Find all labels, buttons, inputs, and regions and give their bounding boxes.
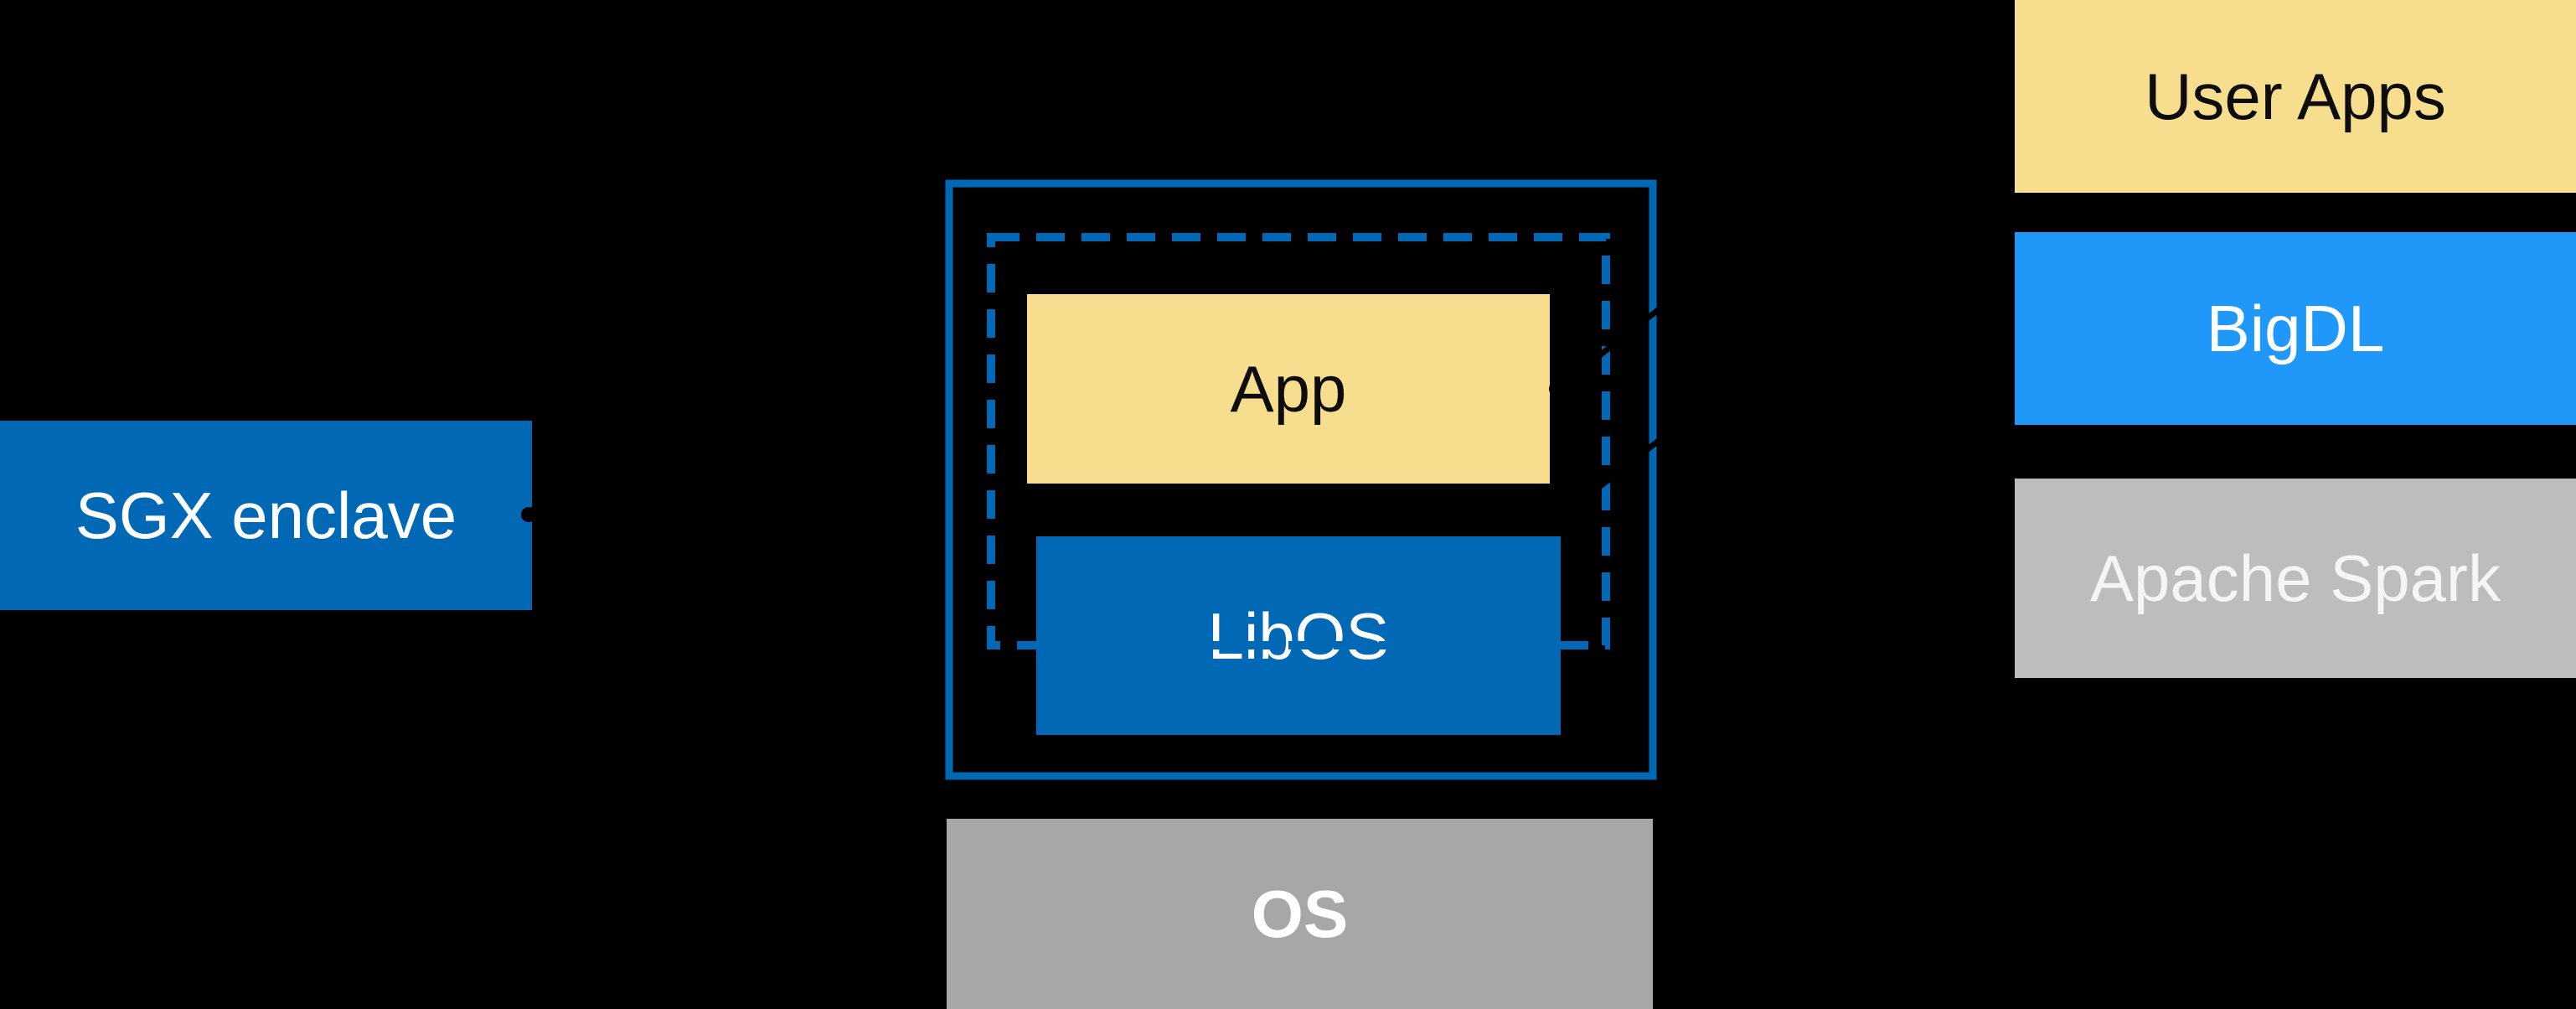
stack-to-app-connector-line — [1554, 35, 2011, 391]
os-label: OS — [1251, 876, 1349, 951]
libos-box: LibOS — [1036, 536, 1561, 735]
sgx-enclave-box: SGX enclave — [0, 421, 532, 610]
os-box: OS — [947, 819, 1653, 1009]
stack-to-app-connector-dot — [1549, 381, 1564, 396]
user-apps-label: User Apps — [2145, 60, 2446, 133]
stack-to-libos-connector-dot — [1576, 492, 1591, 507]
user-apps-box: User Apps — [2015, 0, 2576, 193]
bigdl-box: BigDL — [2015, 232, 2576, 425]
sgx-enclave-label: SGX enclave — [75, 479, 457, 552]
app-box: App — [1027, 294, 1550, 484]
bigdl-label: BigDL — [2206, 292, 2385, 365]
stack-to-libos-connector-line — [1581, 165, 2011, 502]
apache-spark-label: Apache Spark — [2090, 541, 2501, 615]
app-label: App — [1230, 352, 1347, 426]
libos-label: LibOS — [1207, 598, 1390, 673]
apache-spark-box: Apache Spark — [2015, 479, 2576, 678]
